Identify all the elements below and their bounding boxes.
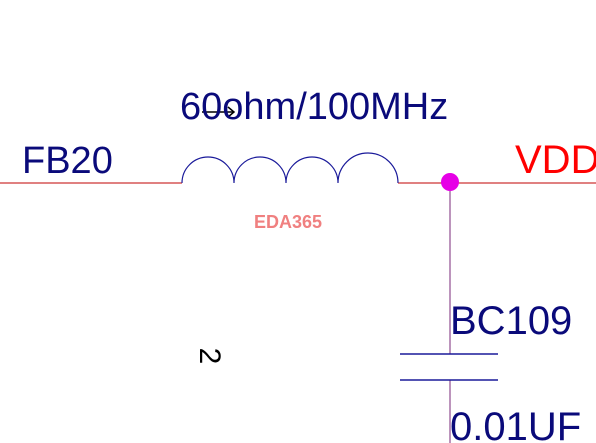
inductor-coil — [181, 152, 399, 184]
pin-number-label: 2 — [193, 348, 226, 365]
inductor-refdes: FB20 — [22, 140, 113, 182]
junction-dot[interactable] — [441, 173, 459, 191]
net-label-vdd: VDD — [515, 138, 596, 182]
capacitor-value: 0.01UF — [450, 405, 581, 443]
capacitor-refdes: BC109 — [450, 299, 572, 343]
inductor-value: 60ohm/100MHz — [180, 86, 448, 128]
watermark-label: EDA365 — [254, 212, 322, 232]
pin-indicator-arrowhead — [227, 106, 236, 118]
